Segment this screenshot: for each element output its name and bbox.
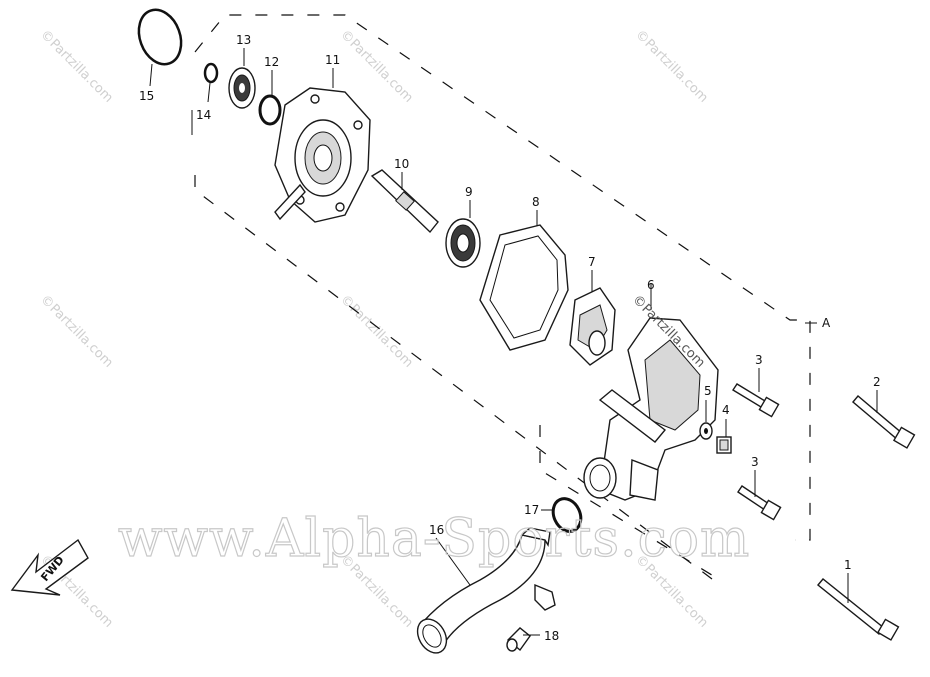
part-1-long-bolt (817, 573, 900, 641)
watermark-partzilla: ©Partzilla.com (632, 27, 711, 106)
boundary-upper-path (194, 14, 811, 541)
callout-3-lower: 3 (751, 455, 759, 469)
part-9-mechanical-seal (445, 200, 481, 268)
part-8-gasket (479, 210, 569, 351)
watermark-partzilla: ©Partzilla.com (337, 27, 416, 106)
part-13-bearing (228, 48, 256, 109)
callout-11: 11 (325, 53, 340, 67)
boundary-lower-path (194, 175, 721, 586)
boundary-inner-path (539, 425, 721, 581)
watermark-partzilla: ©Partzilla.com (37, 27, 116, 106)
part-16-hose-pipe (416, 527, 556, 654)
part-6-pump-housing (583, 283, 719, 501)
part-2-long-bolt (852, 390, 916, 449)
callout-6: 6 (647, 278, 655, 292)
part-3-bolt-lower (737, 470, 782, 521)
watermark-alpha-sports: www.Alpha-Sports.com (118, 509, 750, 569)
part-3-bolt-upper (732, 368, 780, 418)
callout-16: 16 (429, 523, 444, 537)
part-10-shaft (370, 169, 439, 234)
callout-1: 1 (844, 558, 852, 572)
watermark-partzilla: ©Partzilla.com (337, 292, 416, 371)
callout-15: 15 (139, 89, 154, 103)
callout-labels: 15 14 13 12 11 10 9 8 7 6 5 4 3 3 2 1 17… (139, 33, 881, 643)
part-15-o-ring (137, 8, 183, 87)
callout-13: 13 (236, 33, 251, 47)
reference-mark-label: A (822, 316, 831, 330)
callout-3-upper: 3 (755, 353, 763, 367)
callout-9: 9 (465, 185, 473, 199)
callout-5: 5 (704, 384, 712, 398)
callout-17: 17 (524, 503, 539, 517)
callout-14: 14 (196, 108, 211, 122)
callout-2: 2 (873, 375, 881, 389)
part-5-washer (699, 400, 713, 440)
part-12-seal (258, 70, 282, 126)
callout-7: 7 (588, 255, 596, 269)
watermark-partzilla: ©Partzilla.com (37, 292, 116, 371)
reference-mark-a: A (805, 316, 831, 330)
part-7-impeller (569, 270, 616, 366)
part-11-pump-cover (274, 68, 371, 223)
assembly-boundary (191, 14, 811, 586)
callout-8: 8 (532, 195, 540, 209)
callout-18: 18 (544, 629, 559, 643)
part-18-fitting (506, 627, 540, 652)
part-17-o-ring (541, 497, 583, 533)
callout-4: 4 (722, 403, 730, 417)
part-14-washer (203, 62, 219, 103)
part-4-plug-bolt (716, 419, 732, 454)
callout-12: 12 (264, 55, 279, 69)
callout-10: 10 (394, 157, 409, 171)
